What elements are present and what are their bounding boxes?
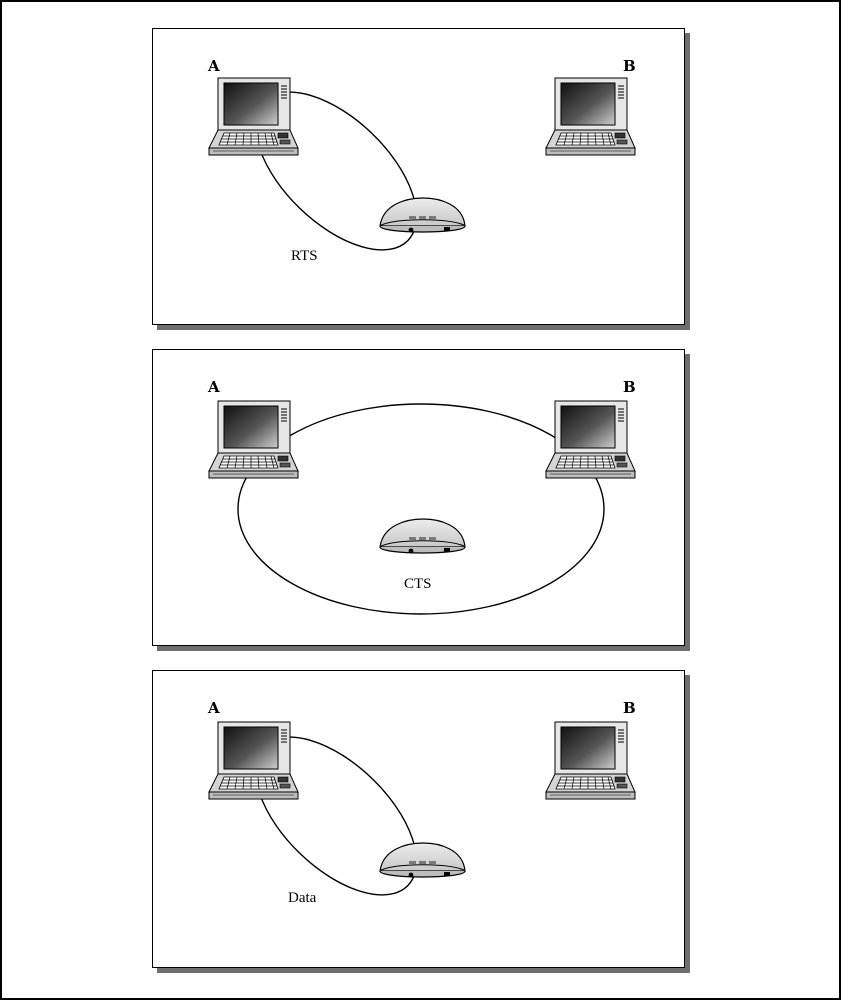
panel-cts: A B CTS [152,349,685,646]
laptop-icon [545,77,636,156]
node-b-label: B [623,699,636,717]
message-label: CTS [404,576,432,592]
node-a-label: A [208,699,220,717]
laptop-icon [208,77,299,156]
message-label: Data [288,890,317,906]
access-point-icon [379,197,466,233]
access-point-icon [379,842,466,879]
panel-rts: A B RTS [152,28,685,325]
laptop-icon [208,400,299,479]
access-point-icon [379,518,466,555]
panel-data: A B Data [152,670,685,968]
node-a-label: A [208,57,220,75]
node-b-label: B [623,378,636,396]
node-a-label: A [208,378,220,396]
cts-range-ellipse [237,403,605,615]
laptop-icon [545,400,636,479]
node-b-label: B [623,57,636,75]
panel-rts-drawing [208,77,636,251]
message-label: RTS [291,248,318,264]
laptop-icon [545,721,636,800]
panel-data-drawing [208,721,636,896]
laptop-icon [208,721,299,800]
panel-cts-drawing [208,400,636,615]
